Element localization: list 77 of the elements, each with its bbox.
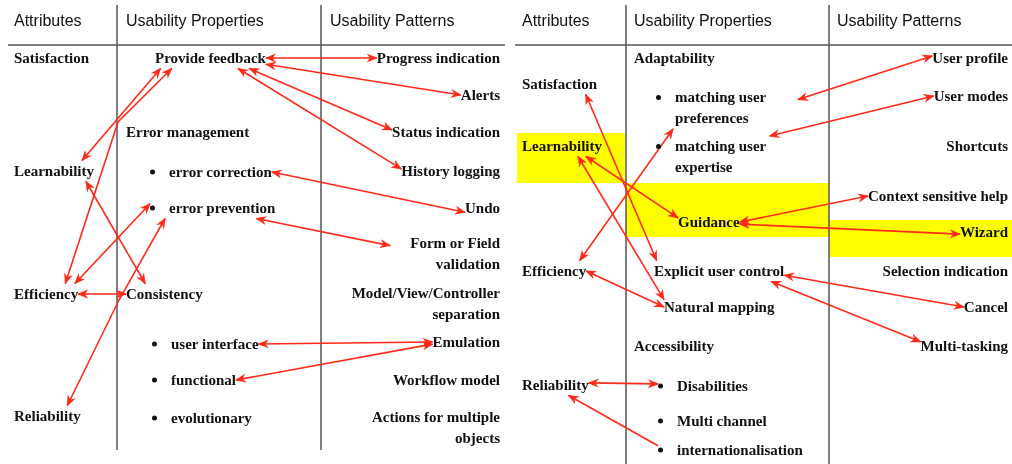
pattern-label: Emulation [432,331,500,353]
arrow [237,67,403,170]
property-label: evolutionary [171,408,252,428]
property-label: error correction [169,162,272,182]
property-label: Adaptability [634,48,715,68]
pattern-label: Status indication [392,121,500,143]
arrow [577,155,665,301]
pattern-label: Form or Field validation [390,233,500,275]
property-label: Error management [126,122,250,142]
arrow [584,93,658,262]
attribute-label: Reliability [14,405,81,427]
attribute-label: Satisfaction [522,73,597,95]
attribute-label: Efficiency [522,260,587,282]
arrow [585,270,665,308]
arrow [81,67,162,162]
property-label: matching user expertise [675,137,767,177]
property-label: Accessibility [634,336,714,356]
arrow [234,341,434,383]
pattern-label: User profile [932,47,1008,69]
arrow [248,67,394,131]
property-label: user interface [171,334,259,354]
arrow [567,394,659,447]
pattern-label: Cancel [963,296,1008,318]
arrow [783,272,965,310]
arrow [585,155,679,219]
property-label: error prevention [169,198,276,218]
arrow [770,280,922,343]
column-header: Usability Patterns [330,10,455,31]
property-label: Consistency [126,283,203,305]
property-label: Guidance [678,211,740,233]
column-header: Attributes [522,10,590,31]
column-header: Usability Patterns [837,10,962,31]
attribute-label: Efficiency [14,283,79,305]
pattern-label: History logging [401,160,500,182]
attribute-label: Learnability [14,160,94,182]
pattern-label: Actions for multiple objects [370,408,500,448]
arrow [264,61,462,98]
pattern-label: Context sensitive help [868,185,1008,207]
property-label: matching user preferences [675,88,767,128]
pattern-label: Model/View/Controller separation [350,284,500,324]
column-header: Usability Properties [126,10,264,31]
property-label: functional [171,370,236,390]
property-label: Explicit user control [654,260,785,282]
attribute-label: Learnability [522,135,602,157]
column-header: Attributes [14,10,82,31]
arrow [738,220,962,239]
pattern-label: User modes [933,85,1008,107]
pattern-label: Shortcuts [946,136,1008,156]
arrow [587,378,660,389]
pattern-label: Multi-tasking [920,335,1008,357]
arrow [578,128,674,262]
property-label: internationalisation [677,440,803,460]
property-label: Provide feedback [155,47,266,69]
pattern-label: Alerts [460,84,500,106]
arrow [255,216,392,248]
pattern-label: Wizard [959,221,1008,243]
pattern-label: Selection indication [882,261,1008,281]
pattern-label: Progress indication [376,47,500,69]
property-label: Multi channel [677,411,767,431]
property-label: Disabilities [677,376,748,396]
arrow [768,94,935,138]
attribute-label: Satisfaction [14,48,89,68]
arrow [85,180,146,285]
attribute-label: Reliability [522,374,589,396]
arrow [257,337,434,349]
pattern-label: Workflow model [392,370,500,390]
arrow [796,54,934,101]
arrow [64,67,173,285]
arrow [738,193,870,225]
property-label: Natural mapping [664,296,775,318]
arrow [270,169,467,215]
arrow [264,53,378,63]
pattern-label: Undo [464,197,500,219]
arrow [77,289,128,299]
column-header: Usability Properties [634,10,772,31]
arrow [74,203,151,285]
arrow [66,217,166,407]
